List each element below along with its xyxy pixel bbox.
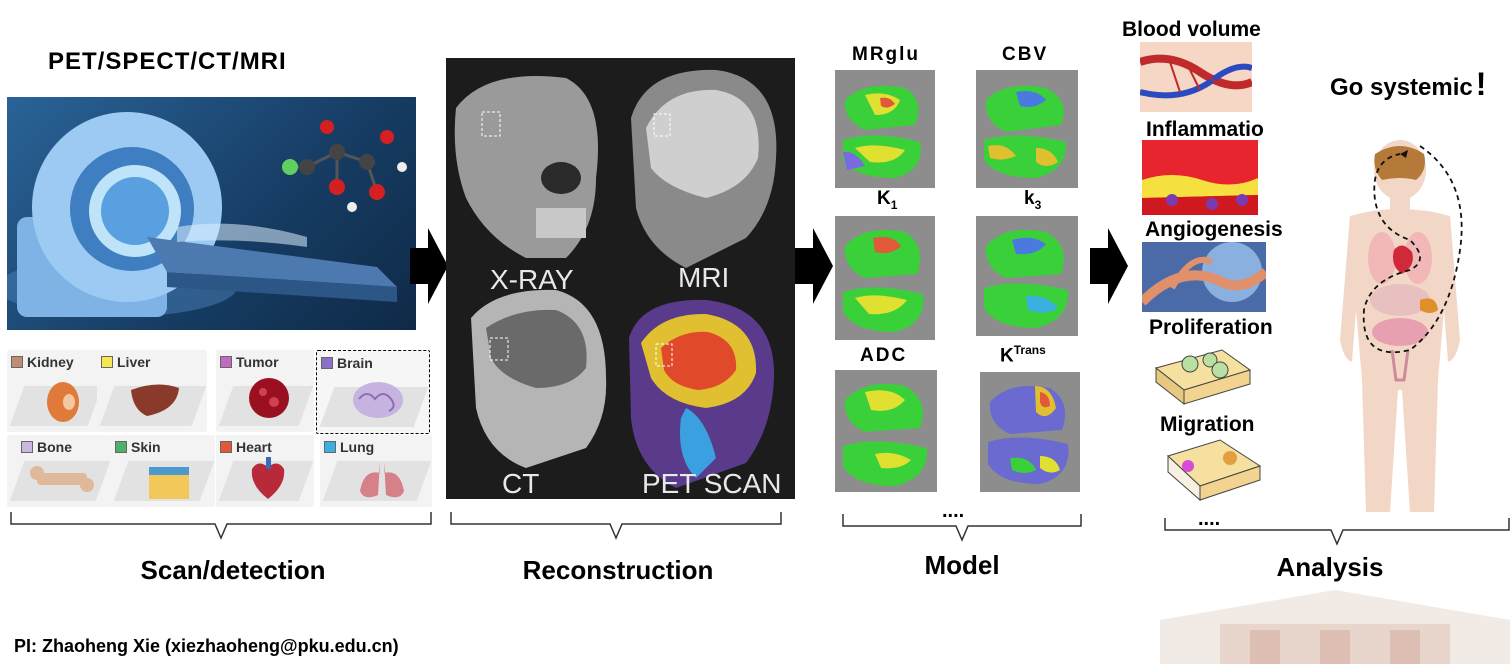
organ-tile-heart: Heart [216, 435, 314, 507]
map-ktrans [980, 372, 1080, 492]
brace-analysis [1164, 518, 1510, 546]
label-ktrans: KTrans [1000, 343, 1046, 367]
scan-title: PET/SPECT/CT/MRI [48, 48, 287, 75]
molecule-icon [282, 120, 407, 212]
brace-reconstruction [450, 512, 782, 540]
organ-tile-bone: Bone [7, 435, 111, 507]
analysis-caption: Analysis [1276, 552, 1384, 582]
organ-tile-liver: Liver [97, 350, 207, 432]
pet-sagittal [629, 299, 775, 488]
reconstruction-image: X-RAY MRI CT PET SCAN [446, 58, 795, 499]
map-k3 [976, 216, 1078, 336]
blood-vessel-illustration [1140, 42, 1252, 112]
flow-arrow-1 [410, 228, 448, 304]
label-angiogenesis: Angiogenesis [1145, 218, 1283, 241]
organ-tile-brain: Brain [316, 350, 430, 434]
label-cbv: CBV [1002, 44, 1049, 65]
inflammation-illustration [1142, 140, 1258, 215]
mri-label: MRI [678, 262, 730, 293]
organ-label: Tumor [236, 354, 279, 370]
label-k3: k3 [1024, 188, 1042, 212]
kidney-icon [47, 382, 79, 422]
map-mrglu [835, 70, 935, 188]
organ-tile-skin: Skin [111, 435, 215, 507]
pi-contact: PI: Zhaoheng Xie (xiezhaoheng@pku.edu.cn… [14, 636, 399, 656]
angiogenesis-illustration [1142, 242, 1266, 312]
migration-illustration [1167, 439, 1262, 502]
organ-tile-lung: Lung [320, 435, 432, 507]
ct-sagittal [471, 289, 607, 468]
model-caption: Model [924, 550, 1000, 580]
brace-scan [10, 512, 432, 540]
organ-label: Brain [337, 355, 373, 371]
scan-caption: Scan/detection [140, 555, 326, 585]
label-adc: ADC [860, 345, 908, 366]
organ-label: Liver [117, 354, 151, 370]
human-body-illustration [1340, 140, 1463, 512]
lung-icon [360, 461, 404, 498]
organ-label: Lung [340, 439, 375, 455]
go-systemic-title: Go systemic! [1330, 66, 1487, 102]
label-blood-volume: Blood volume [1122, 18, 1261, 41]
organ-tile-tumor: Tumor [216, 350, 314, 432]
heart-organ-icon [1393, 245, 1413, 274]
map-k1 [835, 216, 935, 340]
organ-tile-kidney: Kidney [7, 350, 103, 432]
scan-collage [454, 69, 777, 488]
skin-icon [149, 467, 189, 499]
label-mrglu: MRglu [852, 44, 921, 65]
brain-icon [353, 382, 403, 418]
map-cbv [976, 70, 1078, 188]
bone-icon [30, 466, 94, 492]
model-ellipsis: .... [942, 500, 965, 522]
analysis-ellipsis: .... [1198, 508, 1221, 530]
organ-label: Heart [236, 439, 272, 455]
liver-icon [131, 384, 179, 416]
flow-arrow-3 [1090, 228, 1128, 304]
ct-label: CT [502, 468, 540, 499]
map-adc [835, 370, 937, 492]
organ-label: Skin [131, 439, 161, 455]
label-proliferation: Proliferation [1149, 316, 1273, 339]
xray-skull [454, 76, 598, 258]
organ-label: Kidney [27, 354, 74, 370]
pet-scan-label: PET SCAN [642, 468, 782, 499]
organ-label: Bone [37, 439, 72, 455]
campus-building-watermark [1160, 590, 1510, 664]
heart-icon [251, 457, 285, 499]
reconstruction-caption: Reconstruction [522, 555, 714, 585]
brace-model [842, 514, 1082, 542]
label-k1: K1 [877, 188, 898, 212]
label-inflammation: Inflammatio [1146, 118, 1264, 141]
tumor-icon [249, 378, 289, 418]
proliferation-illustration [1154, 349, 1252, 406]
label-migration: Migration [1160, 413, 1255, 436]
scanner-image [7, 97, 416, 330]
xray-label: X-RAY [490, 264, 574, 295]
mri-sagittal [631, 69, 777, 268]
flow-arrow-2 [795, 228, 833, 304]
brain-organ-icon [1374, 146, 1425, 180]
pet-scanner-illustration [7, 112, 407, 317]
